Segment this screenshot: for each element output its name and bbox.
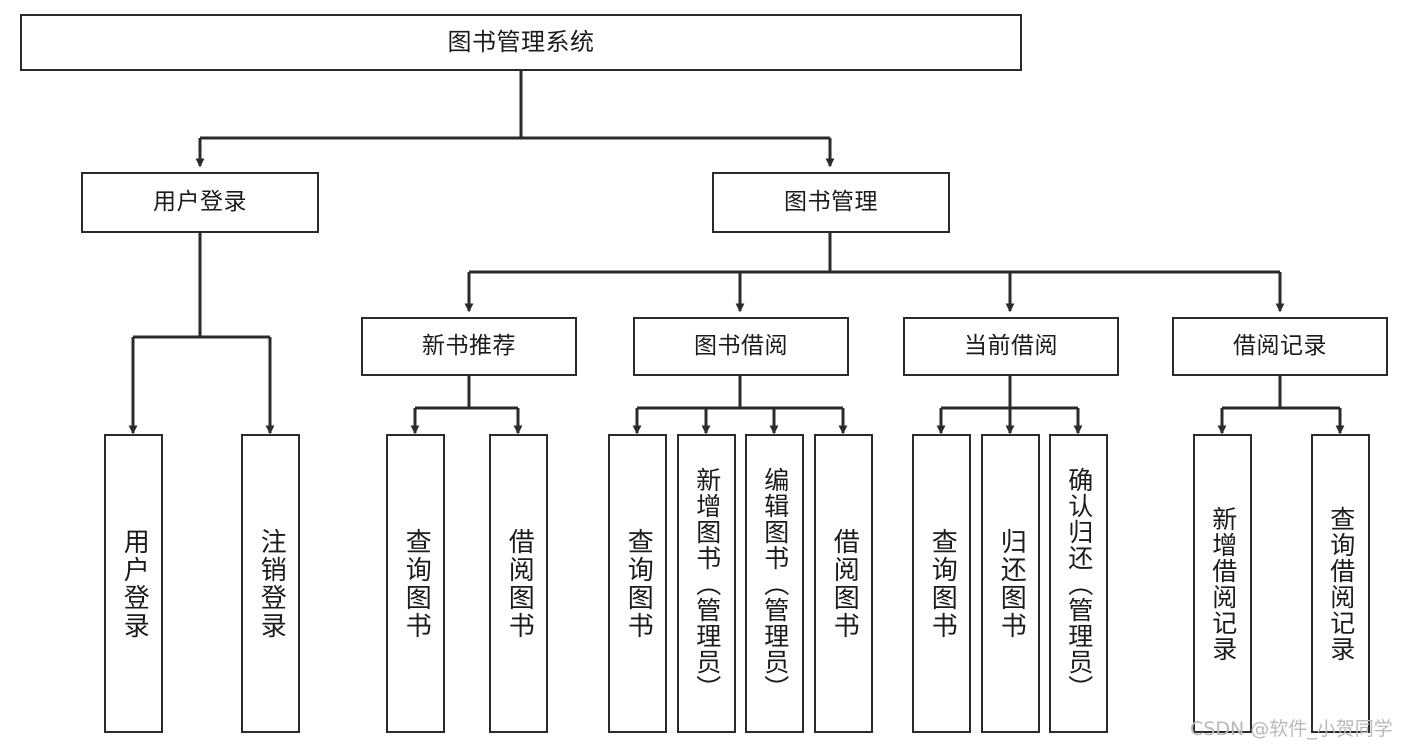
node-borrow-record[interactable]: 借阅记录 xyxy=(1172,317,1388,376)
node-user-login-label: 用户登录 xyxy=(153,188,247,215)
node-leaf-borrow-book-2[interactable]: 借阅图书 xyxy=(814,434,873,733)
node-leaf-confirm-return-label: 确认归还（管理员） xyxy=(1064,466,1094,701)
node-leaf-query-book-1-label: 查询图书 xyxy=(401,527,432,640)
node-leaf-add-book-label: 新增图书（管理员） xyxy=(692,466,722,701)
csdn-watermark: CSDN @软件_小贺同学 xyxy=(1190,718,1393,740)
node-leaf-borrow-book-1[interactable]: 借阅图书 xyxy=(489,434,548,733)
node-leaf-confirm-return[interactable]: 确认归还（管理员） xyxy=(1049,434,1108,733)
node-leaf-user-logout[interactable]: 注销登录 xyxy=(241,434,300,733)
node-new-book-recommend[interactable]: 新书推荐 xyxy=(361,317,577,376)
node-book-borrow[interactable]: 图书借阅 xyxy=(633,317,849,376)
node-leaf-query-record-label: 查询借阅记录 xyxy=(1326,505,1356,662)
node-leaf-user-logout-label: 注销登录 xyxy=(256,527,287,640)
node-leaf-query-book-1[interactable]: 查询图书 xyxy=(386,434,445,733)
node-root[interactable]: 图书管理系统 xyxy=(20,14,1022,71)
node-leaf-user-login-label: 用户登录 xyxy=(119,527,150,640)
node-root-label: 图书管理系统 xyxy=(447,28,595,57)
node-leaf-edit-book-label: 编辑图书（管理员） xyxy=(760,466,790,701)
node-leaf-query-book-2[interactable]: 查询图书 xyxy=(608,434,667,733)
node-leaf-add-record[interactable]: 新增借阅记录 xyxy=(1193,434,1252,733)
node-leaf-user-login[interactable]: 用户登录 xyxy=(104,434,163,733)
node-current-borrow-label: 当前借阅 xyxy=(964,332,1058,359)
node-borrow-record-label: 借阅记录 xyxy=(1233,332,1327,359)
node-new-book-recommend-label: 新书推荐 xyxy=(422,332,516,359)
node-leaf-borrow-book-2-label: 借阅图书 xyxy=(829,527,860,640)
node-leaf-return-book[interactable]: 归还图书 xyxy=(981,434,1040,733)
node-leaf-edit-book[interactable]: 编辑图书（管理员） xyxy=(745,434,804,733)
node-current-borrow[interactable]: 当前借阅 xyxy=(903,317,1119,376)
node-book-management[interactable]: 图书管理 xyxy=(712,172,950,233)
node-leaf-query-book-2-label: 查询图书 xyxy=(623,527,654,640)
node-leaf-add-record-label: 新增借阅记录 xyxy=(1208,505,1238,662)
node-leaf-borrow-book-1-label: 借阅图书 xyxy=(504,527,535,640)
node-leaf-add-book[interactable]: 新增图书（管理员） xyxy=(677,434,736,733)
node-leaf-query-book-3-label: 查询图书 xyxy=(927,527,958,640)
node-book-management-label: 图书管理 xyxy=(784,188,878,215)
node-user-login[interactable]: 用户登录 xyxy=(81,172,319,233)
node-leaf-query-record[interactable]: 查询借阅记录 xyxy=(1311,434,1370,733)
node-leaf-query-book-3[interactable]: 查询图书 xyxy=(912,434,971,733)
node-book-borrow-label: 图书借阅 xyxy=(694,332,788,359)
node-leaf-return-book-label: 归还图书 xyxy=(996,527,1027,640)
